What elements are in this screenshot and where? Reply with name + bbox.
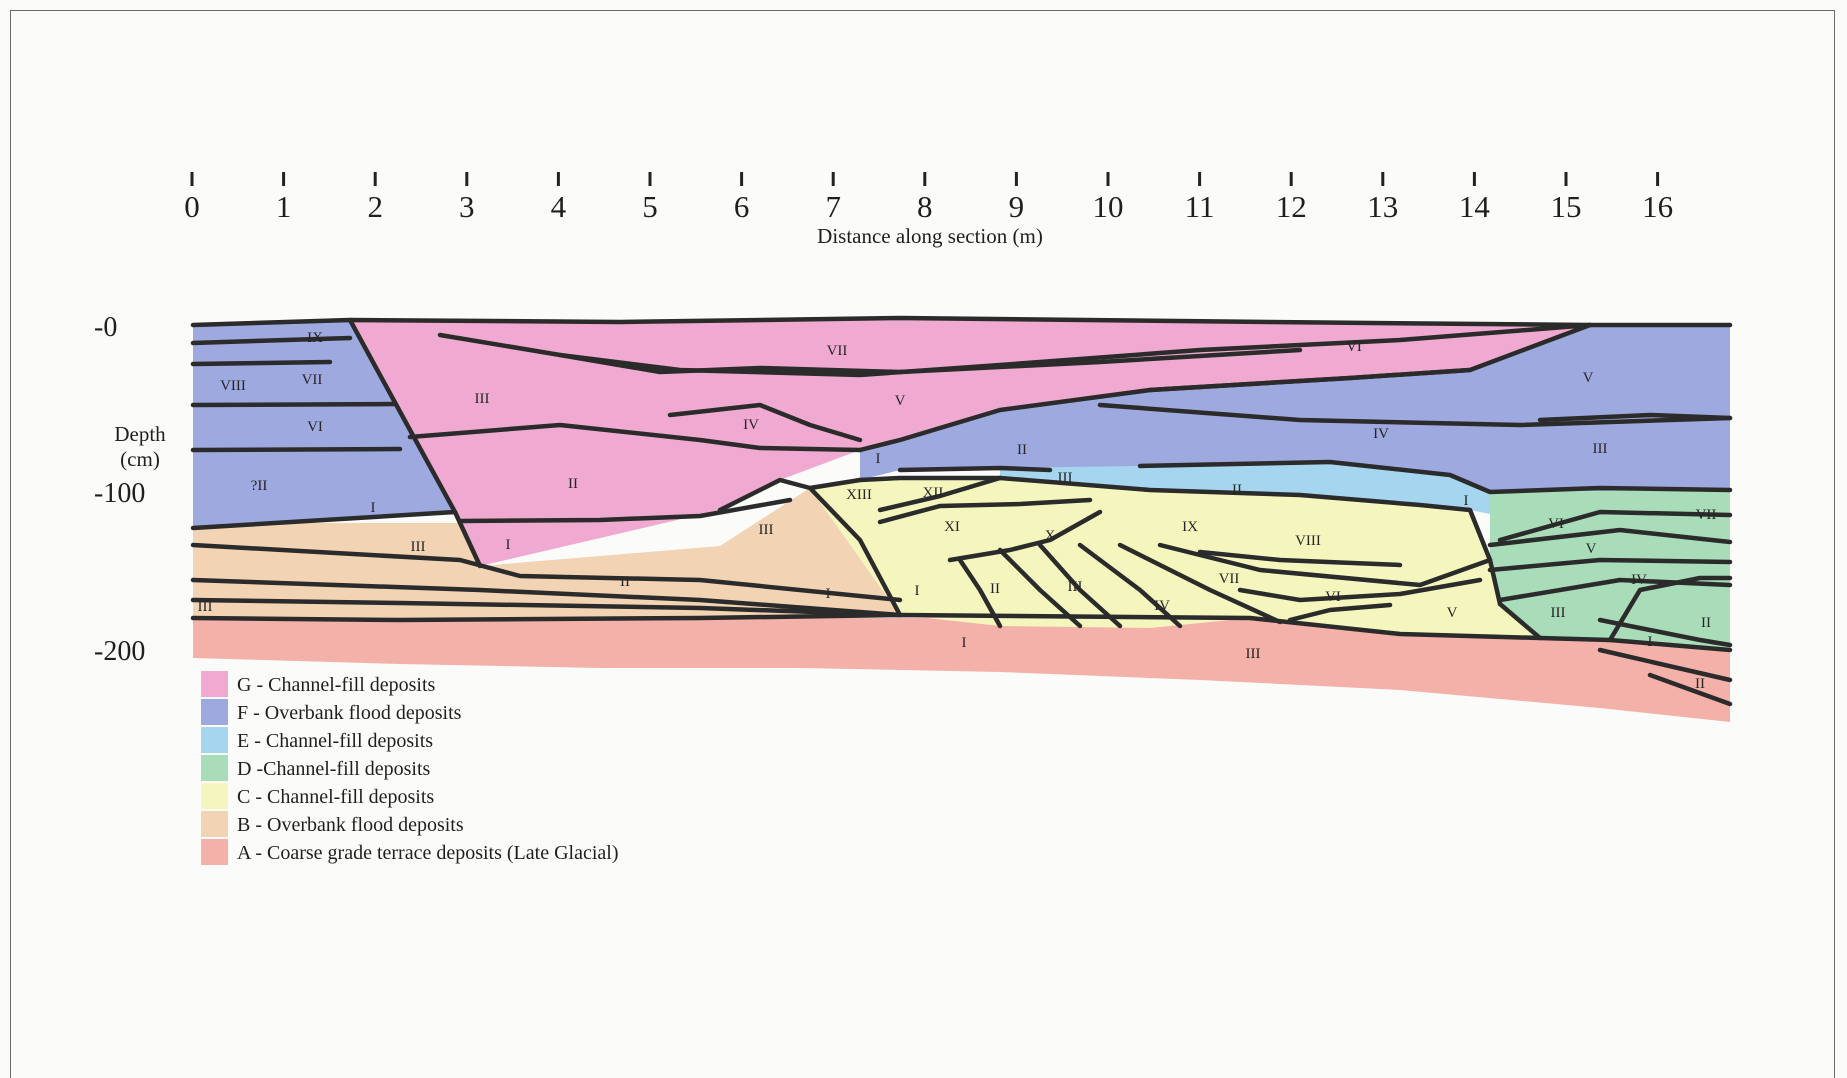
distance-tick-label-3: 3	[459, 189, 475, 224]
depth-tick-100: -100	[94, 478, 145, 509]
unit-label-ii-g: II	[568, 476, 578, 492]
unit-label-ix-left: IX	[307, 330, 323, 346]
unit-label-iv-c: IV	[1154, 598, 1170, 614]
legend-swatch-0	[201, 671, 228, 697]
legend-label-3: D -Channel-fill deposits	[237, 758, 431, 780]
unit-label-i-b: I	[826, 586, 831, 602]
legend-swatch-5	[201, 811, 228, 837]
unit-label-vii-c: VII	[1219, 571, 1240, 587]
unit-label-ii-b: II	[620, 574, 630, 590]
distance-tick-label-2: 2	[367, 189, 383, 224]
distance-tick-label-15: 15	[1551, 189, 1582, 224]
unit-label-iii-a: III	[1246, 646, 1261, 662]
legend-label-5: B - Overbank flood deposits	[237, 814, 464, 836]
unit-label-ii-f-mid: II	[1017, 442, 1027, 458]
unit-label-xii-c: XII	[923, 485, 944, 501]
unit-label-i-d: I	[1648, 634, 1653, 650]
distance-tick-label-11: 11	[1185, 189, 1215, 224]
depth-tick-200: -200	[94, 636, 145, 667]
unit-label-i-f-mid: I	[876, 451, 881, 467]
unit-label-i-f-left: I	[371, 500, 376, 516]
unit-label-iii-d: III	[1551, 605, 1566, 621]
unit-label-iii-b-left: III	[411, 539, 426, 555]
unit-label-viii-c: VIII	[1295, 533, 1321, 549]
distance-tick-label-9: 9	[1009, 189, 1025, 224]
unit-label-v-f-right: V	[1583, 370, 1594, 386]
section-fills	[193, 318, 1730, 722]
distance-tick-label-1: 1	[276, 189, 292, 224]
legend-swatch-4	[201, 783, 228, 809]
unit-label-vi-left: VI	[307, 419, 323, 435]
distance-tick-label-12: 12	[1276, 189, 1307, 224]
unit-label-vi-c: VI	[1325, 589, 1341, 605]
unit-label-iii-b-mid: III	[759, 522, 774, 538]
depth-tick-0: -0	[94, 312, 117, 343]
legend: G - Channel-fill deposits F - Overbank fl…	[201, 671, 618, 865]
distance-tick-label-13: 13	[1367, 189, 1398, 224]
legend-label-4: C - Channel-fill deposits	[237, 786, 434, 808]
unit-label-iv-d: IV	[1631, 572, 1647, 588]
unit-label-qii-left: ?II	[251, 478, 268, 494]
legend-label-6: A - Coarse grade terrace deposits (Late …	[237, 842, 618, 864]
legend-label-1: F - Overbank flood deposits	[237, 702, 462, 724]
unit-label-iii-f-right: III	[1593, 441, 1608, 457]
unit-label-xi-c: XI	[944, 519, 960, 535]
unit-label-i-e: I	[1464, 493, 1469, 509]
unit-label-iii-e: III	[1058, 470, 1073, 486]
unit-label-ii-d: II	[1701, 615, 1711, 631]
distance-tick-label-7: 7	[825, 189, 841, 224]
unit-label-v-g: V	[895, 393, 906, 409]
legend-swatch-1	[201, 699, 228, 725]
depth-axis-title-line2: (cm)	[120, 447, 160, 471]
unit-label-iii-c: III	[1068, 579, 1083, 595]
unit-label-v-d: V	[1586, 541, 1597, 557]
distance-tick-label-14: 14	[1459, 189, 1491, 224]
unit-label-i-c: I	[915, 583, 920, 599]
distance-tick-label-10: 10	[1093, 189, 1124, 224]
unit-label-i-a: I	[962, 635, 967, 651]
unit-label-iv-g: IV	[743, 417, 759, 433]
distance-axis-title: Distance along section (m)	[817, 224, 1043, 248]
unit-label-x-c: X	[1045, 528, 1056, 544]
unit-label-ii-c: II	[990, 581, 1000, 597]
distance-tick-label-4: 4	[551, 189, 567, 224]
distance-tick-label-8: 8	[917, 189, 933, 224]
unit-label-vii-left: VII	[302, 372, 323, 388]
legend-label-0: G - Channel-fill deposits	[237, 674, 436, 696]
distance-tick-label-6: 6	[734, 189, 750, 224]
unit-label-vii-d: VII	[1696, 507, 1717, 523]
unit-label-vi-g-right: VI	[1346, 339, 1362, 355]
unit-label-vi-d: VI	[1548, 516, 1564, 532]
unit-label-ii-a: II	[1695, 676, 1705, 692]
unit-label-ix-c: IX	[1182, 519, 1198, 535]
legend-swatch-2	[201, 727, 228, 753]
unit-label-ii-e: II	[1232, 482, 1242, 498]
unit-label-i-g: I	[506, 537, 511, 553]
legend-label-2: E - Channel-fill deposits	[237, 730, 433, 752]
unit-label-viii-left: VIII	[220, 378, 246, 394]
distance-tick-label-0: 0	[184, 189, 200, 224]
legend-swatch-3	[201, 755, 228, 781]
legend-swatch-6	[201, 839, 228, 865]
unit-label-iii-bottom-left: III	[198, 599, 213, 615]
distance-tick-label-5: 5	[642, 189, 658, 224]
unit-label-v-c: V	[1447, 605, 1458, 621]
unit-label-iii-g: III	[475, 391, 490, 407]
distance-tick-label-16: 16	[1642, 189, 1673, 224]
unit-label-vii-g: VII	[827, 343, 848, 359]
unit-label-xiii-c: XIII	[846, 487, 872, 503]
unit-label-iv-f-right: IV	[1373, 426, 1389, 442]
depth-axis-title-line1: Depth	[114, 422, 166, 446]
